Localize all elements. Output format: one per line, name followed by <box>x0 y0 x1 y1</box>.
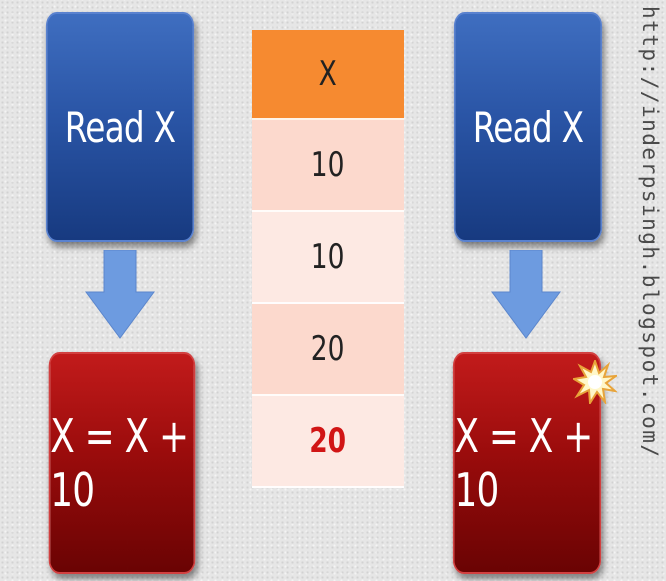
increment-box-left: X = X + 10 <box>48 352 196 574</box>
down-arrow-icon-right <box>491 250 561 339</box>
read-x-box-right: Read X <box>453 12 603 242</box>
down-arrow-icon-left <box>85 250 155 339</box>
table-row: 10 <box>252 212 404 304</box>
increment-label-left: X = X + 10 <box>50 409 189 517</box>
starburst-icon <box>573 360 617 404</box>
watermark-url: http://inderpsingh.blogspot.com/ <box>638 6 662 459</box>
read-x-label-right: Read X <box>472 102 584 152</box>
read-x-box-left: Read X <box>45 12 195 242</box>
increment-box-right: X = X + 10 <box>452 352 602 574</box>
read-x-label-left: Read X <box>64 102 176 152</box>
table-row: 20 <box>252 304 404 396</box>
variable-x-table: X 10 10 20 20 <box>252 30 404 488</box>
table-header-x: X <box>252 30 404 120</box>
table-row: 10 <box>252 120 404 212</box>
increment-label-right: X = X + 10 <box>454 409 593 517</box>
table-row-highlighted: 20 <box>252 396 404 488</box>
